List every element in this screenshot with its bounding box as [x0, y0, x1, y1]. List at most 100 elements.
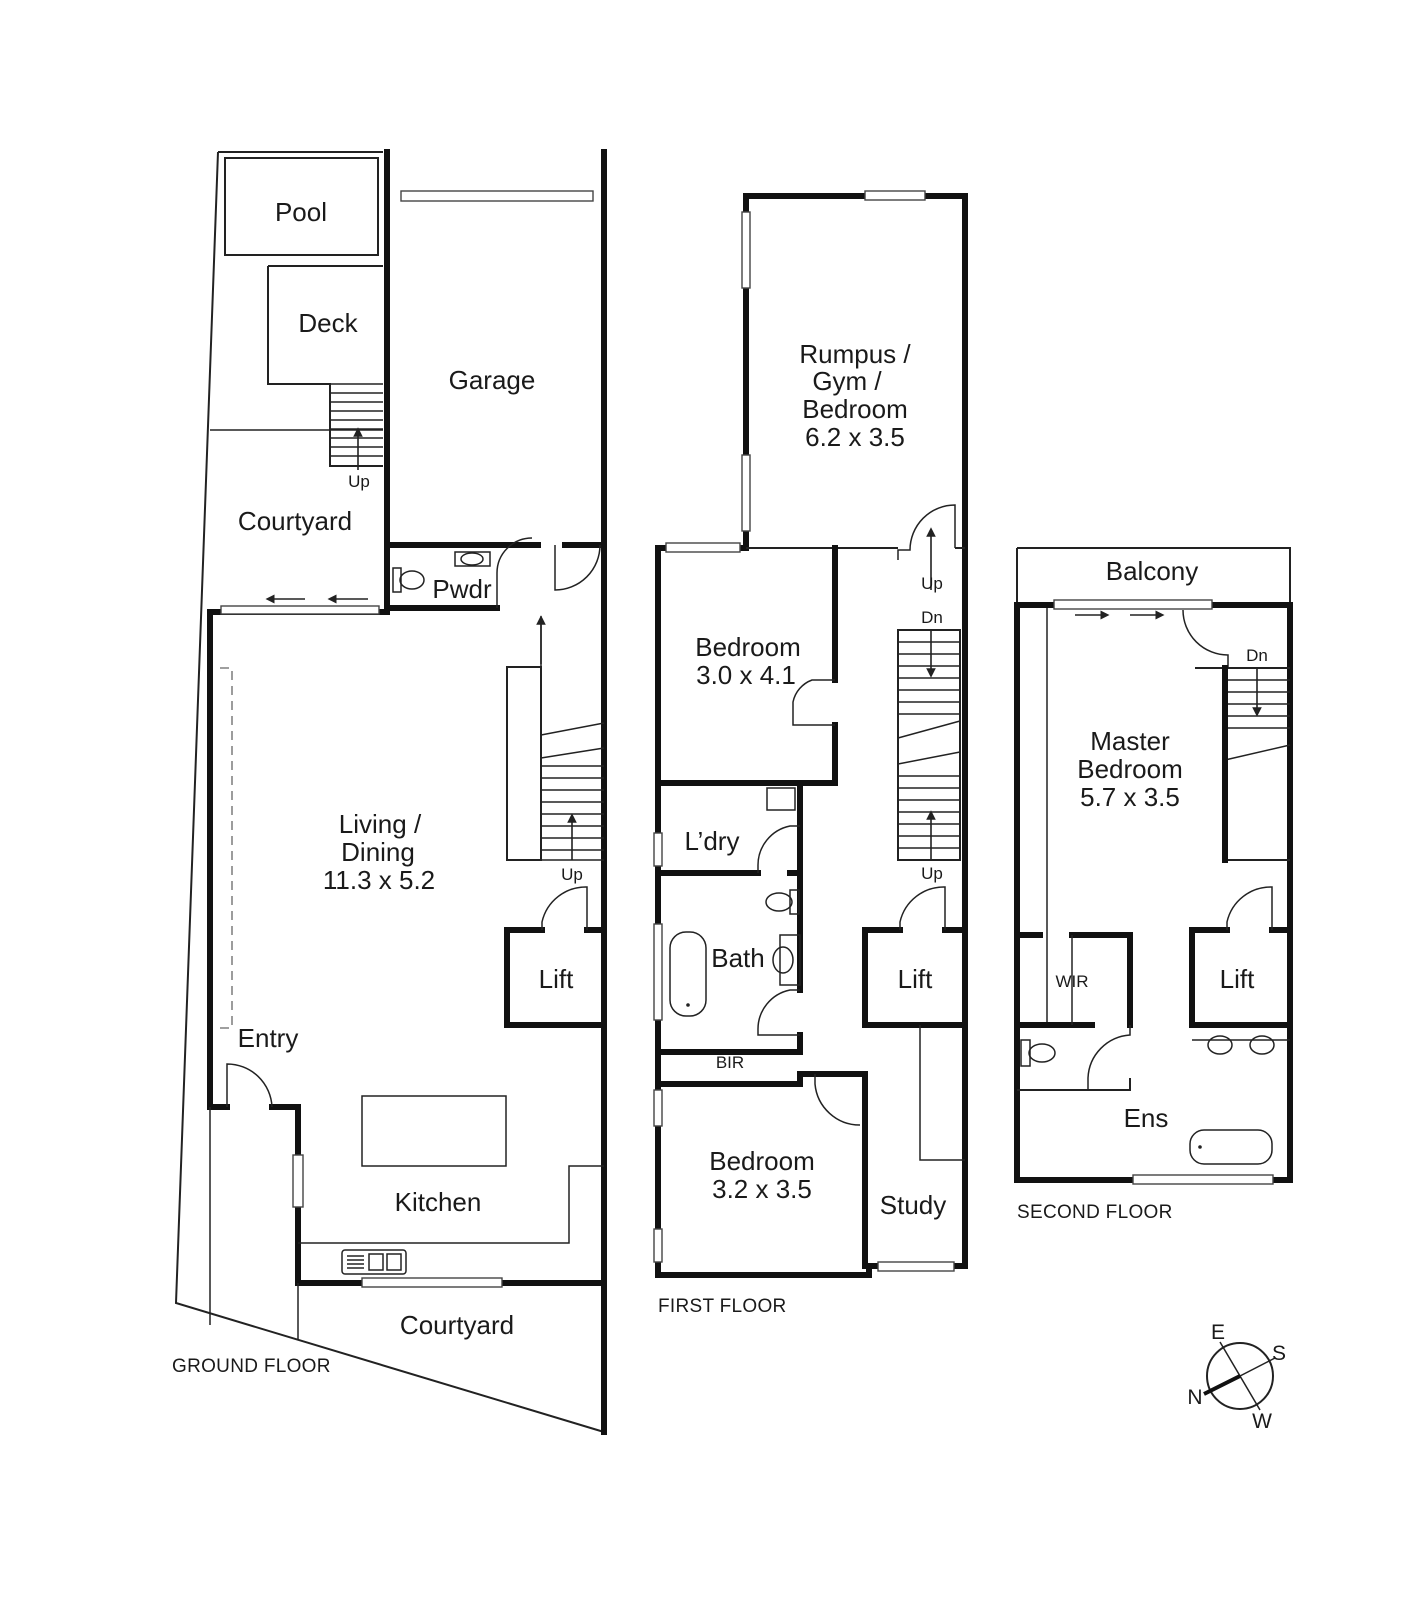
compass-east-label: E: [1211, 1321, 1225, 1344]
entry-window: [292, 1154, 304, 1208]
kitchen-bench: [298, 1165, 604, 1244]
study-desk: [919, 1025, 965, 1161]
rumpus-window-top: [864, 190, 926, 201]
bedroom1-door: [792, 679, 835, 726]
second-lift-label: Lift: [1220, 964, 1255, 994]
first-floor-title: FIRST FLOOR: [658, 1296, 787, 1317]
balcony-outline: [1016, 547, 1291, 605]
second-floor-plan: [1014, 547, 1293, 1185]
living-label-line2: Dining: [341, 837, 415, 867]
rumpus-window-west-2: [741, 454, 751, 532]
ground-lift-shaft: [504, 927, 607, 1028]
living-dimensions: 11.3 x 5.2: [323, 865, 435, 895]
deck-stairs-up-label: Up: [348, 472, 370, 491]
bedroom2-door: [814, 1074, 861, 1126]
bath-label: Bath: [711, 943, 765, 973]
second-floor-stairs: [1195, 665, 1291, 863]
rumpus-door: [897, 504, 956, 560]
bedroom2-dimensions: 3.2 x 3.5: [712, 1174, 812, 1204]
powder-label: Pwdr: [432, 574, 492, 604]
ensuite-bathtub-icon: [1189, 1129, 1273, 1165]
study-label: Study: [880, 1190, 947, 1220]
bir-label: BIR: [716, 1053, 744, 1072]
first-lift-label: Lift: [898, 964, 933, 994]
bedroom2-label: Bedroom: [709, 1146, 815, 1176]
garage-label: Garage: [449, 365, 536, 395]
master-dimensions: 5.7 x 3.5: [1080, 782, 1180, 812]
rumpus-label-line1: Rumpus /: [799, 339, 911, 369]
ground-lift-label: Lift: [539, 964, 574, 994]
pool-outline: [224, 157, 379, 256]
first-lift-shaft: [862, 927, 968, 1028]
first-lift-door: [899, 886, 946, 930]
bedroom1-walls: [655, 545, 838, 786]
compass-north-label: N: [1187, 1386, 1202, 1409]
bir-bedroom2-walls: [655, 1071, 868, 1269]
ensuite-window: [1132, 1174, 1274, 1185]
study-window: [877, 1261, 955, 1272]
second-stairs-dn-label: Dn: [1246, 646, 1268, 665]
kitchen-window: [361, 1277, 503, 1288]
rumpus-window-west-1: [741, 211, 751, 289]
master-label-line1: Master: [1090, 726, 1170, 756]
bedroom1-dimensions: 3.0 x 4.1: [696, 660, 796, 690]
rumpus-label-line3: Bedroom: [802, 394, 908, 424]
bedroom1-label: Bedroom: [695, 632, 801, 662]
balcony-sliding-door: [1053, 599, 1213, 610]
ensuite-label: Ens: [1124, 1103, 1169, 1133]
kitchen-label: Kitchen: [395, 1187, 482, 1217]
compass-south-label: S: [1272, 1342, 1286, 1365]
bath-door: [757, 989, 800, 1036]
laundry-label: L’dry: [685, 826, 740, 856]
second-lift-shaft: [1189, 927, 1293, 1028]
wir-walls: [1014, 932, 1133, 1028]
bedroom1-window: [665, 542, 741, 553]
courtyard-front-label: Courtyard: [400, 1310, 514, 1340]
pool-label: Pool: [275, 197, 327, 227]
first-floor-plan: [653, 190, 968, 1278]
bath-window: [653, 923, 663, 1021]
ground-floor-title: GROUND FLOOR: [172, 1356, 331, 1377]
ensuite-door: [1087, 1025, 1131, 1090]
first-stairs-dn-label: Dn: [921, 608, 943, 627]
deck-outline: [267, 265, 383, 467]
ground-site-boundary: [174, 151, 605, 1433]
second-lift-door: [1226, 886, 1273, 930]
deck-stairs: [330, 383, 383, 470]
bath-toilet-icon: [765, 889, 800, 915]
powder-basin-icon: [454, 551, 491, 567]
courtyard-sliding-door: [220, 605, 380, 615]
rumpus-dimensions: 6.2 x 3.5: [805, 422, 905, 452]
ground-lift-door: [541, 886, 588, 930]
deck-label: Deck: [298, 308, 358, 338]
first-stairs-up-top-label: Up: [921, 574, 943, 593]
laundry-tub-icon: [766, 787, 796, 811]
main-stairs-up-label: Up: [561, 865, 583, 884]
bath-basin-icon: [772, 934, 801, 986]
bedroom2-window-2: [653, 1228, 663, 1263]
compass-icon: [1203, 1341, 1276, 1411]
kitchen-island: [361, 1095, 507, 1167]
powder-door: [496, 537, 533, 608]
second-floor-title: SECOND FLOOR: [1017, 1202, 1173, 1223]
garage-door: [400, 190, 594, 202]
master-label-line2: Bedroom: [1077, 754, 1183, 784]
wir-label: WIR: [1055, 972, 1088, 991]
compass-west-label: W: [1252, 1410, 1272, 1433]
ensuite-toilet-icon: [1020, 1039, 1056, 1067]
laundry-door: [757, 825, 800, 873]
entry-door: [226, 1063, 273, 1108]
bathtub-icon: [669, 931, 707, 1017]
bedroom2-window-1: [653, 1089, 663, 1127]
laundry-window: [653, 832, 663, 867]
ground-floor-plan: [174, 149, 607, 1435]
entry-label: Entry: [238, 1023, 299, 1053]
kitchen-sink-icon: [341, 1249, 407, 1275]
garage-access-door: [554, 544, 601, 591]
ground-main-stairs: [506, 615, 605, 861]
first-floor-stairs: [897, 527, 961, 861]
living-label-line1: Living /: [339, 809, 422, 839]
master-door: [1182, 609, 1229, 668]
rumpus-label-line2: Gym /: [812, 366, 882, 396]
